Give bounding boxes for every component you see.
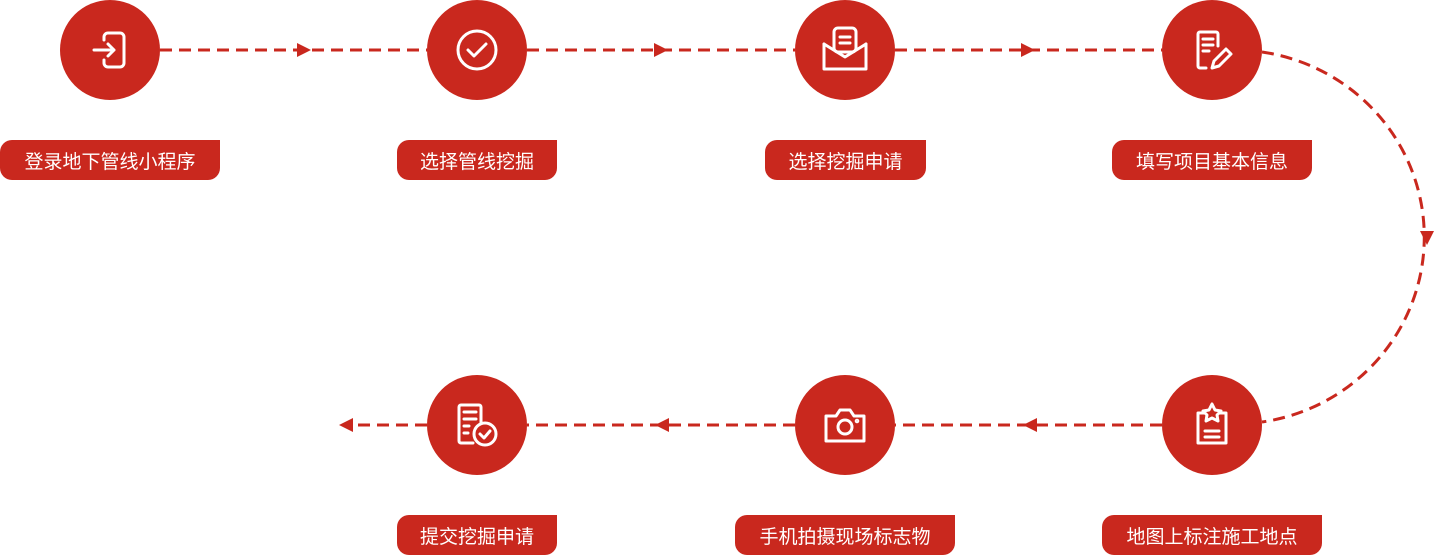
clipboard-star-icon bbox=[1196, 402, 1228, 445]
step-4-node bbox=[1162, 0, 1262, 100]
edit-document-icon bbox=[1196, 30, 1233, 70]
step-4-label: 填写项目基本信息 bbox=[1112, 140, 1312, 180]
step-7-node bbox=[427, 375, 527, 475]
step-3-label: 选择挖掘申请 bbox=[765, 140, 926, 180]
arrowhead bbox=[654, 43, 668, 57]
arrowhead bbox=[655, 418, 669, 432]
step-5-node bbox=[1162, 375, 1262, 475]
step-6-label: 手机拍摄现场标志物 bbox=[735, 515, 955, 555]
arrowhead bbox=[1021, 43, 1035, 57]
step-2-node bbox=[427, 0, 527, 100]
step-3-node bbox=[795, 0, 895, 100]
arrowhead bbox=[1023, 418, 1037, 432]
camera-icon bbox=[824, 408, 866, 443]
arrowhead bbox=[339, 418, 353, 432]
step-2-label: 选择管线挖掘 bbox=[397, 140, 557, 180]
step-7-label: 提交挖掘申请 bbox=[397, 515, 557, 555]
check-circle-icon bbox=[456, 29, 498, 71]
step-1-label: 登录地下管线小程序 bbox=[0, 140, 220, 180]
mail-open-icon bbox=[822, 26, 868, 71]
login-icon bbox=[92, 31, 126, 69]
document-check-icon bbox=[457, 403, 498, 447]
connector-4-5 bbox=[1261, 50, 1426, 424]
arrowhead bbox=[1420, 231, 1434, 245]
step-6-node bbox=[795, 375, 895, 475]
step-1-node bbox=[60, 0, 160, 100]
step-5-label: 地图上标注施工地点 bbox=[1102, 515, 1322, 555]
arrowhead bbox=[297, 43, 311, 57]
